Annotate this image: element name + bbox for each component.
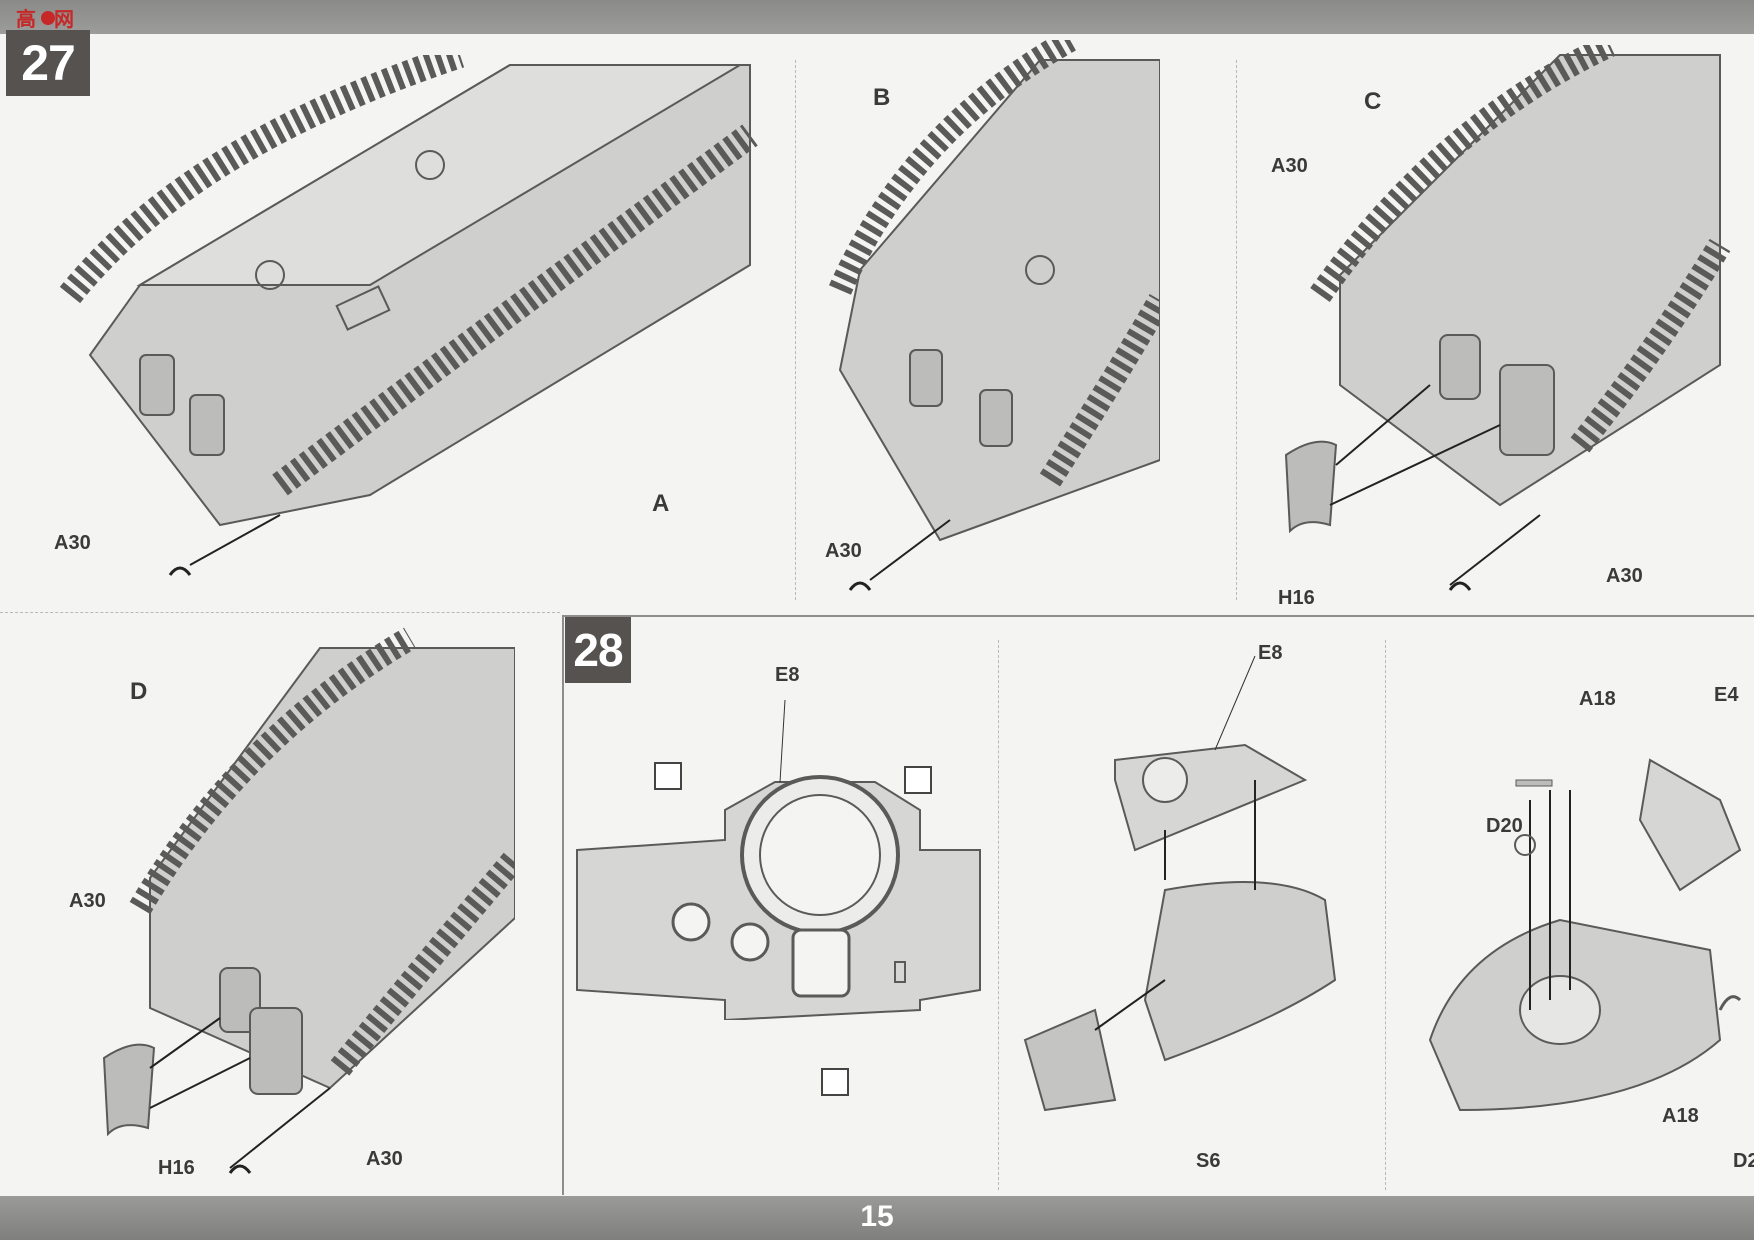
part-label-a30: A30	[1271, 155, 1308, 177]
part-label-a18: A18	[1579, 688, 1616, 710]
part-label-d20: D20	[1486, 815, 1523, 837]
part-label-e8: E8	[1258, 642, 1283, 664]
plate-e8-drawing	[576, 699, 981, 1020]
hull-rear-drawing-a	[59, 55, 758, 576]
step-number-27: 27	[6, 30, 90, 96]
panel-divider	[1385, 640, 1386, 1190]
hull-interior-assembly-drawing	[1428, 758, 1742, 1112]
panel-letter-a: A	[652, 490, 670, 517]
drill-hole-icon	[821, 1068, 849, 1096]
page-number: 15	[860, 1200, 894, 1233]
part-label-a30: A30	[366, 1148, 403, 1170]
panel-letter-d: D	[130, 678, 148, 705]
bottom-page-bar	[0, 1196, 1754, 1240]
part-label-a30: A30	[1606, 565, 1643, 587]
step-number-28: 28	[565, 617, 631, 683]
hull-top-assembly-drawing	[1023, 655, 1337, 1112]
svg-text:网: 网	[54, 7, 74, 31]
part-label-a30: A30	[54, 532, 91, 554]
part-label-s6: S6	[1196, 1150, 1221, 1172]
part-label-a30: A30	[69, 890, 106, 912]
panel-divider	[998, 640, 999, 1190]
panel-divider	[0, 612, 560, 613]
hull-rear-drawing-b	[829, 40, 1160, 591]
part-label-d2: D2	[1733, 1150, 1754, 1172]
panel-divider	[562, 615, 564, 1195]
top-page-bar	[0, 0, 1754, 34]
drill-hole-icon	[654, 762, 682, 790]
panel-divider	[562, 615, 1754, 617]
panel-divider	[1236, 60, 1237, 600]
part-label-e4: E4	[1714, 684, 1739, 706]
hull-rear-drawing-d	[102, 627, 515, 1174]
drill-hole-icon	[904, 766, 932, 794]
panel-letter-c: C	[1364, 88, 1382, 115]
part-label-h16: H16	[1278, 587, 1315, 609]
panel-divider	[795, 60, 796, 600]
part-label-h16: H16	[158, 1157, 195, 1179]
site-watermark-logo: 高 网	[14, 4, 74, 32]
part-label-a18: A18	[1662, 1105, 1699, 1127]
svg-text:高: 高	[16, 7, 36, 31]
part-label-a30: A30	[825, 540, 862, 562]
panel-letter-b: B	[873, 84, 891, 111]
hull-rear-drawing-c	[1284, 45, 1731, 591]
part-label-e8: E8	[775, 664, 800, 686]
